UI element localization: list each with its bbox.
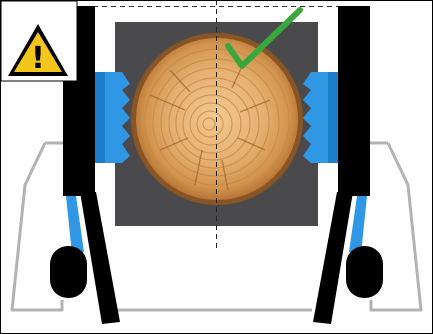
right-wheel [346, 246, 383, 298]
left-arm [80, 192, 120, 324]
left-clamp-jaw-back [95, 72, 105, 163]
checkmark-icon [225, 7, 303, 69]
right-clamp-jaw-back [328, 72, 338, 163]
left-cylinder [66, 196, 84, 254]
left-base-outline [10, 142, 64, 312]
warning-triangle-icon: ! [0, 0, 78, 82]
right-frame-post [338, 6, 370, 196]
left-wheel [50, 246, 87, 298]
right-base-outline [369, 142, 423, 312]
warning-symbol: ! [31, 41, 45, 76]
right-arm [313, 192, 353, 324]
right-cylinder [349, 196, 367, 254]
